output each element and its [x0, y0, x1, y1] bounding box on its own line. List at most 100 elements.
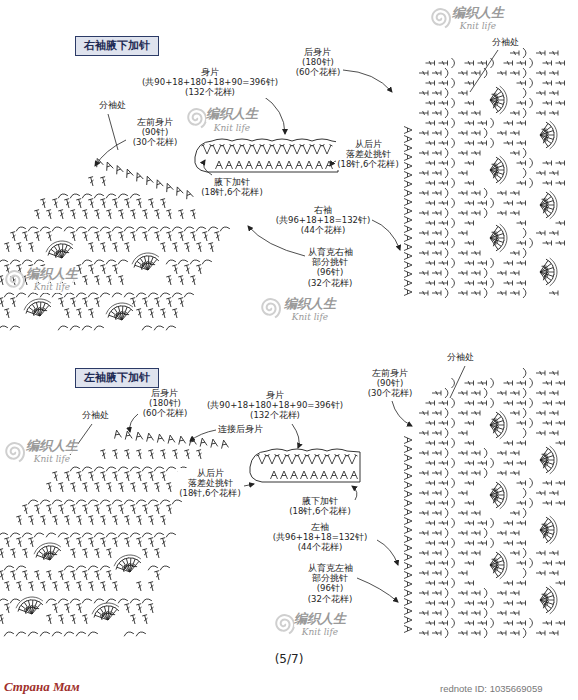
leader-line: [204, 160, 212, 175]
dc-stitch: [82, 210, 89, 220]
dc-stitch: [465, 461, 474, 466]
fan-stitch: [48, 548, 61, 562]
dc-stitch: [419, 131, 428, 136]
fan-stitch: [488, 99, 500, 113]
dc-stitch: [419, 231, 428, 236]
dec-stitch: [301, 471, 308, 479]
chain-arc: [530, 618, 533, 628]
fan-stitch: [48, 546, 58, 561]
dc-stitch: [100, 472, 107, 482]
watermark-logo: [262, 299, 280, 317]
chain-arc: [15, 631, 25, 636]
dc-stitch: [34, 210, 41, 220]
dec-stitch: [404, 608, 412, 615]
dc-stitch: [439, 121, 448, 126]
chain-arc: [111, 499, 121, 504]
dc-stitch: [40, 199, 47, 209]
dc-stitch: [478, 261, 487, 266]
dc-stitch: [543, 401, 552, 406]
dc-stitch: [439, 101, 448, 106]
dc-stitch: [419, 531, 428, 536]
dc-stitch: [100, 582, 107, 592]
dc-stitch: [432, 491, 441, 496]
chain-arc: [484, 468, 487, 478]
dc-stitch: [426, 441, 435, 446]
chain-arc: [452, 198, 455, 208]
increase-stitch: [307, 455, 318, 465]
dc-stitch: [497, 451, 506, 456]
chain-arc: [452, 158, 455, 168]
chain-arc: [15, 226, 25, 231]
chain-arc: [39, 226, 49, 231]
chain-arc: [51, 631, 61, 636]
chain-arc: [484, 128, 487, 138]
dc-stitch: [517, 281, 526, 286]
chain-arc: [452, 618, 455, 628]
chart-label: 从育克右袖 部分挑针 (96针) (32个花样): [307, 247, 354, 288]
chain-arc: [159, 226, 169, 231]
dc-stitch: [478, 141, 487, 146]
chain-arc: [523, 628, 526, 638]
dec-stitch: [404, 208, 412, 215]
dc-stitch: [504, 261, 513, 266]
chain-arc: [69, 598, 79, 603]
chain-arc: [75, 631, 85, 636]
chain-arc: [3, 292, 13, 297]
chain-loop: [500, 551, 507, 579]
dc-stitch: [160, 309, 167, 319]
dc-stitch: [497, 471, 506, 476]
dc-stitch: [0, 276, 5, 286]
chart-label: 后身片 (180针) (60个花样): [295, 47, 341, 78]
dc-stitch: [82, 298, 89, 308]
dc-stitch: [70, 549, 77, 559]
dc-stitch: [497, 131, 506, 136]
chain-arc: [93, 193, 103, 198]
chain-arc: [491, 198, 494, 208]
chain-arc: [452, 438, 455, 448]
dc-stitch: [419, 151, 428, 156]
dc-stitch: [100, 265, 107, 275]
leader-line: [392, 401, 412, 426]
dc-stitch: [517, 181, 526, 186]
chain-loop: [496, 96, 497, 104]
chain-arc: [484, 588, 487, 598]
dc-stitch: [82, 615, 89, 625]
fan-stitch: [120, 306, 130, 321]
chain-arc: [445, 148, 448, 158]
dc-stitch: [536, 51, 545, 56]
dc-stitch: [136, 582, 143, 592]
chain-arc: [111, 292, 121, 297]
dc-stitch: [82, 483, 89, 493]
dc-stitch: [118, 505, 125, 515]
dc-stitch: [471, 411, 480, 416]
dc-stitch: [556, 581, 565, 586]
dc-stitch: [458, 451, 467, 456]
heading-text: 右袖腋下加针: [84, 39, 150, 53]
chain-arc: [523, 108, 526, 118]
dc-stitch: [549, 71, 558, 76]
dec-stitch: [404, 473, 412, 480]
dc-stitch: [536, 411, 545, 416]
dc-stitch: [471, 591, 480, 596]
dc-stitch: [0, 298, 5, 308]
heading-box: 右袖腋下加针: [75, 36, 159, 56]
chart-label: 后身片 (180针) (60个花样): [142, 388, 188, 419]
dc-stitch: [432, 271, 441, 276]
dc-stitch: [160, 516, 167, 526]
chain-loop: [27, 607, 35, 610]
dec-stitch: [286, 161, 293, 169]
dc-stitch: [465, 201, 474, 206]
dec-stitch: [404, 199, 412, 206]
dc-stitch: [154, 483, 161, 493]
dc-stitch: [166, 276, 173, 286]
chain-arc: [135, 631, 145, 636]
chart-label: 连接后身片: [217, 424, 264, 434]
dec-stitch: [156, 434, 164, 443]
chain-arc: [523, 88, 526, 98]
chain-arc: [491, 458, 494, 468]
dc-stitch: [432, 91, 441, 96]
dc-stitch: [419, 631, 428, 636]
dc-stitch: [510, 211, 519, 216]
chain-arc: [69, 325, 79, 330]
dc-stitch: [94, 549, 101, 559]
